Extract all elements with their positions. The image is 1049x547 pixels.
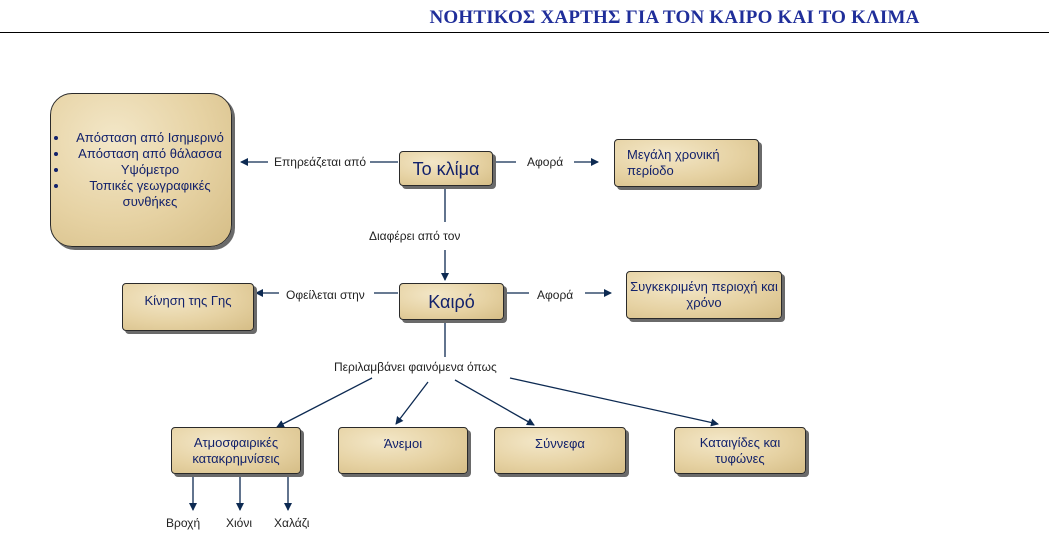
arrow-to-precipitation xyxy=(276,377,373,428)
label-owed-to: Οφείλεται στην xyxy=(286,288,365,302)
label-snow: Χιόνι xyxy=(226,516,253,530)
factors-list: Απόσταση από Ισημερινό Απόσταση από θάλα… xyxy=(51,130,231,210)
factor-item: Απόσταση από θάλασσα xyxy=(69,146,231,162)
node-precipitation: Ατμοσφαιρικές κατακρημνίσεις xyxy=(171,427,301,474)
node-long-period: Μεγάλη χρονική περίοδο xyxy=(614,139,759,187)
node-klima: Το κλίμα xyxy=(399,151,493,186)
node-winds: Άνεμοι xyxy=(338,427,468,474)
label-differs-from: Διαφέρει από τον xyxy=(369,229,461,243)
label-concerns-kairos: Αφορά xyxy=(537,288,574,302)
arrow-to-winds xyxy=(395,381,429,425)
factor-item: Τοπικές γεωγραφικές συνθήκες xyxy=(69,178,231,210)
node-clouds: Σύννεφα xyxy=(494,427,626,474)
label-hail: Χαλάζι xyxy=(274,516,310,530)
node-climate-factors: Απόσταση από Ισημερινό Απόσταση από θάλα… xyxy=(50,93,232,247)
factor-item: Απόσταση από Ισημερινό xyxy=(69,130,231,146)
factor-item: Υψόμετρο xyxy=(69,162,231,178)
arrow-to-clouds xyxy=(454,379,535,426)
node-storms: Καταιγίδες και τυφώνες xyxy=(674,427,806,474)
title-divider xyxy=(0,32,1049,33)
page-title: ΝΟΗΤΙΚΟΣ ΧΑΡΤΗΣ ΓΙΑ ΤΟΝ ΚΑΙΡΟ ΚΑΙ ΤΟ ΚΛΙ… xyxy=(429,7,920,28)
node-specific: Συγκεκριμένη περιοχή και χρόνο xyxy=(626,271,782,319)
label-rain: Βροχή xyxy=(166,516,201,530)
label-concerns-klima: Αφορά xyxy=(527,155,564,169)
label-affected-by: Επηρεάζεται από xyxy=(274,155,367,169)
label-includes: Περιλαμβάνει φαινόμενα όπως xyxy=(334,360,497,374)
node-kairos: Καιρό xyxy=(399,283,504,320)
arrow-to-storms xyxy=(509,377,719,427)
node-earth-motion: Κίνηση της Γης xyxy=(122,283,254,331)
